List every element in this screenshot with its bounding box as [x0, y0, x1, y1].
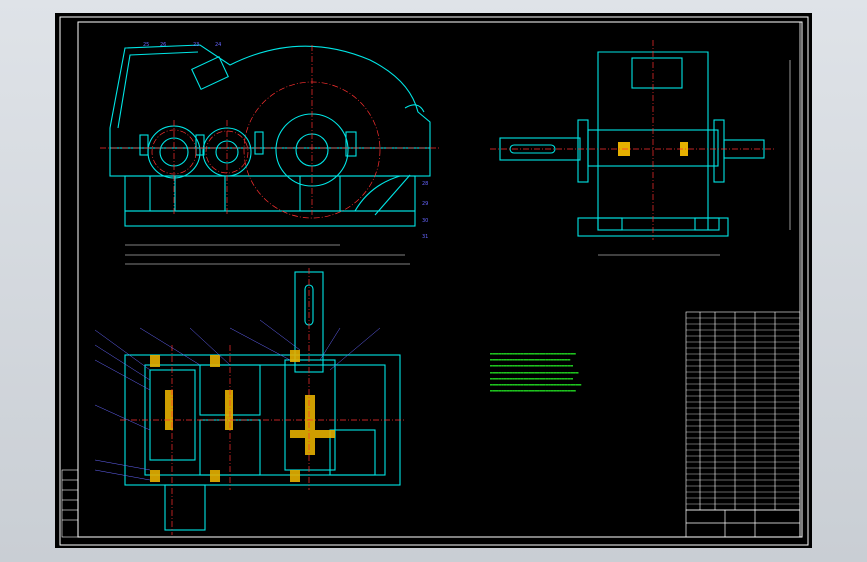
- parts-list-rows: [686, 317, 800, 505]
- inner-border: [77, 21, 803, 538]
- title-block: [685, 509, 801, 538]
- leader-23: 23: [193, 42, 199, 48]
- revision-block: [61, 469, 79, 538]
- leader-30: 30: [422, 218, 428, 224]
- front-view-centerlines: [100, 45, 440, 219]
- front-view-dimensions: [125, 244, 410, 265]
- leader-31: 31: [422, 234, 428, 240]
- technical-requirements-note: ▬▬▬▬▬▬▬▬▬▬▬▬▬▬▬▬▬▬▬▬▬▬▬▬▬▬▬▬▬▬▬ ▬▬▬▬▬▬▬▬…: [490, 352, 582, 395]
- leader-29: 29: [422, 201, 428, 207]
- leader-25: 25: [143, 42, 149, 48]
- outer-border: [59, 16, 809, 546]
- plan-section-centerlines: [120, 268, 405, 535]
- side-elevation-view: [499, 51, 765, 237]
- leader-24: 24: [215, 42, 221, 48]
- plan-section-hatching: [150, 350, 335, 482]
- leader-26: 26: [160, 42, 166, 48]
- side-view-centerlines: [490, 40, 775, 240]
- side-view-dimensions: [598, 60, 791, 256]
- leader-28: 28: [422, 181, 428, 187]
- parts-list-table: [685, 311, 801, 511]
- leader-labels: 25 26 23 24 28 29 30 31: [143, 42, 428, 240]
- front-elevation-view: [109, 44, 431, 227]
- plan-section-leaders: [94, 319, 381, 481]
